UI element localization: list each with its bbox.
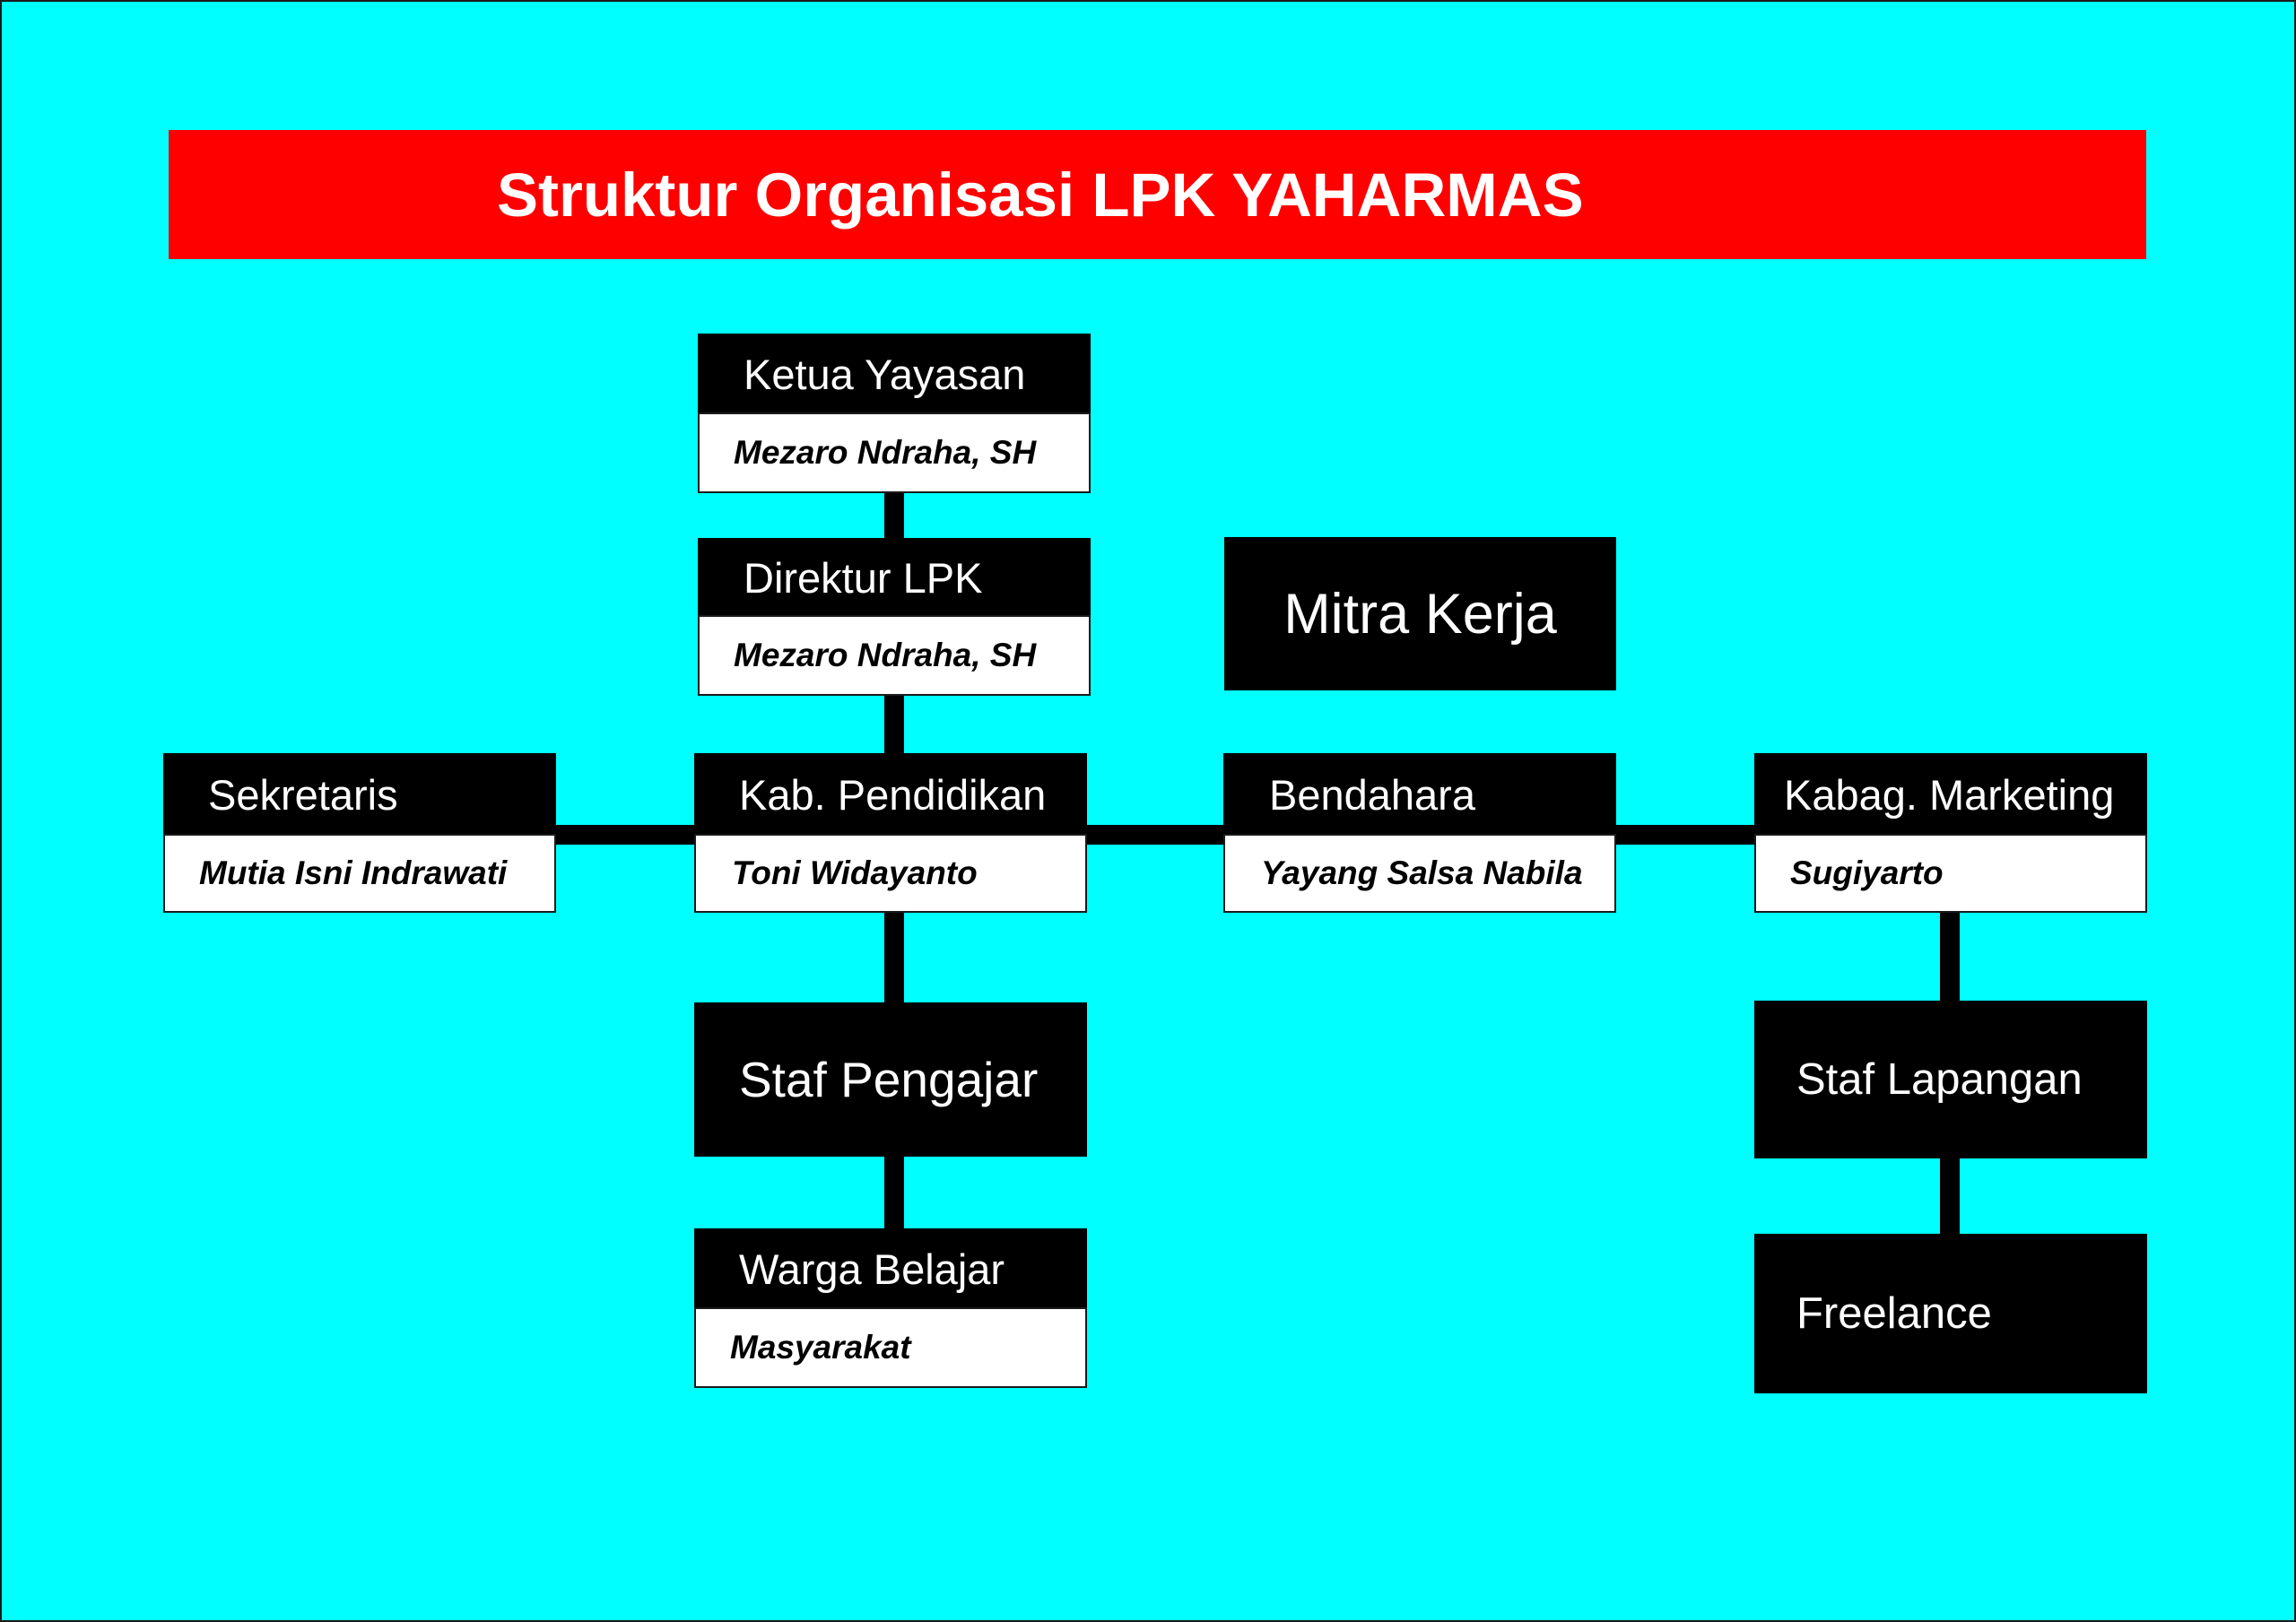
connector-staf-pengajar-warga — [884, 1157, 904, 1230]
warga-belajar-name-text: Masyarakat — [730, 1329, 911, 1366]
staf-pengajar-text: Staf Pengajar — [739, 1052, 1039, 1107]
node-bendahara: Bendahara Yayang Salsa Nabila — [1223, 753, 1616, 913]
connector-kab-staf-pengajar — [884, 911, 904, 1002]
node-kab-pendidikan-name: Toni Widayanto — [694, 834, 1087, 913]
node-kabag-marketing-name: Sugiyarto — [1754, 834, 2147, 913]
node-kab-pendidikan-role: Kab. Pendidikan — [694, 753, 1087, 836]
kab-pendidikan-role-text: Kab. Pendidikan — [739, 770, 1047, 819]
node-freelance: Freelance — [1754, 1234, 2147, 1393]
direktur-lpk-role-text: Direktur LPK — [744, 553, 983, 602]
node-warga-belajar-role: Warga Belajar — [694, 1228, 1087, 1309]
title-banner: Struktur Organisasi LPK YAHARMAS — [169, 130, 2146, 259]
kab-pendidikan-name-text: Toni Widayanto — [732, 854, 978, 891]
node-kab-pendidikan: Kab. Pendidikan Toni Widayanto — [694, 753, 1087, 913]
warga-belajar-role-text: Warga Belajar — [739, 1245, 1005, 1293]
kabag-marketing-name-text: Sugiyarto — [1790, 854, 1944, 891]
direktur-lpk-name-text: Mezaro Ndraha, SH — [734, 637, 1037, 673]
node-kabag-marketing-role: Kabag. Marketing — [1754, 753, 2147, 836]
node-warga-belajar: Warga Belajar Masyarakat — [694, 1228, 1087, 1388]
node-kabag-marketing: Kabag. Marketing Sugiyarto — [1754, 753, 2147, 913]
ketua-yayasan-name-text: Mezaro Ndraha, SH — [734, 434, 1037, 471]
staf-lapangan-text: Staf Lapangan — [1796, 1055, 2083, 1104]
node-direktur-lpk: Direktur LPK Mezaro Ndraha, SH — [698, 538, 1091, 696]
page-title: Struktur Organisasi LPK YAHARMAS — [497, 160, 1584, 230]
node-sekretaris: Sekretaris Mutia Isni Indrawati — [163, 753, 556, 913]
node-staf-lapangan: Staf Lapangan — [1754, 1001, 2147, 1158]
node-staf-pengajar: Staf Pengajar — [694, 1002, 1087, 1157]
node-bendahara-name: Yayang Salsa Nabila — [1223, 834, 1616, 913]
sekretaris-role-text: Sekretaris — [208, 770, 398, 819]
node-direktur-lpk-role: Direktur LPK — [698, 538, 1091, 617]
node-warga-belajar-name: Masyarakat — [694, 1307, 1087, 1388]
ketua-yayasan-role-text: Ketua Yayasan — [744, 350, 1026, 398]
node-ketua-yayasan-name: Mezaro Ndraha, SH — [698, 412, 1091, 493]
node-sekretaris-role: Sekretaris — [163, 753, 556, 836]
connector-ketua-direktur — [884, 493, 904, 538]
kabag-marketing-role-text: Kabag. Marketing — [1784, 770, 2115, 819]
connector-staf-lapangan-freelance — [1940, 1157, 1960, 1234]
node-ketua-yayasan-role: Ketua Yayasan — [698, 334, 1091, 414]
node-direktur-lpk-name: Mezaro Ndraha, SH — [698, 615, 1091, 696]
bendahara-role-text: Bendahara — [1269, 770, 1475, 819]
node-sekretaris-name: Mutia Isni Indrawati — [163, 834, 556, 913]
sekretaris-name-text: Mutia Isni Indrawati — [199, 854, 508, 891]
node-ketua-yayasan: Ketua Yayasan Mezaro Ndraha, SH — [698, 334, 1091, 493]
node-mitra-kerja: Mitra Kerja — [1224, 537, 1616, 690]
freelance-text: Freelance — [1796, 1289, 1992, 1338]
mitra-kerja-text: Mitra Kerja — [1283, 582, 1557, 646]
bendahara-name-text: Yayang Salsa Nabila — [1261, 854, 1583, 891]
connector-direktur-kab — [884, 696, 904, 755]
node-bendahara-role: Bendahara — [1223, 753, 1616, 836]
connector-marketing-staf-lapangan — [1940, 911, 1960, 1001]
